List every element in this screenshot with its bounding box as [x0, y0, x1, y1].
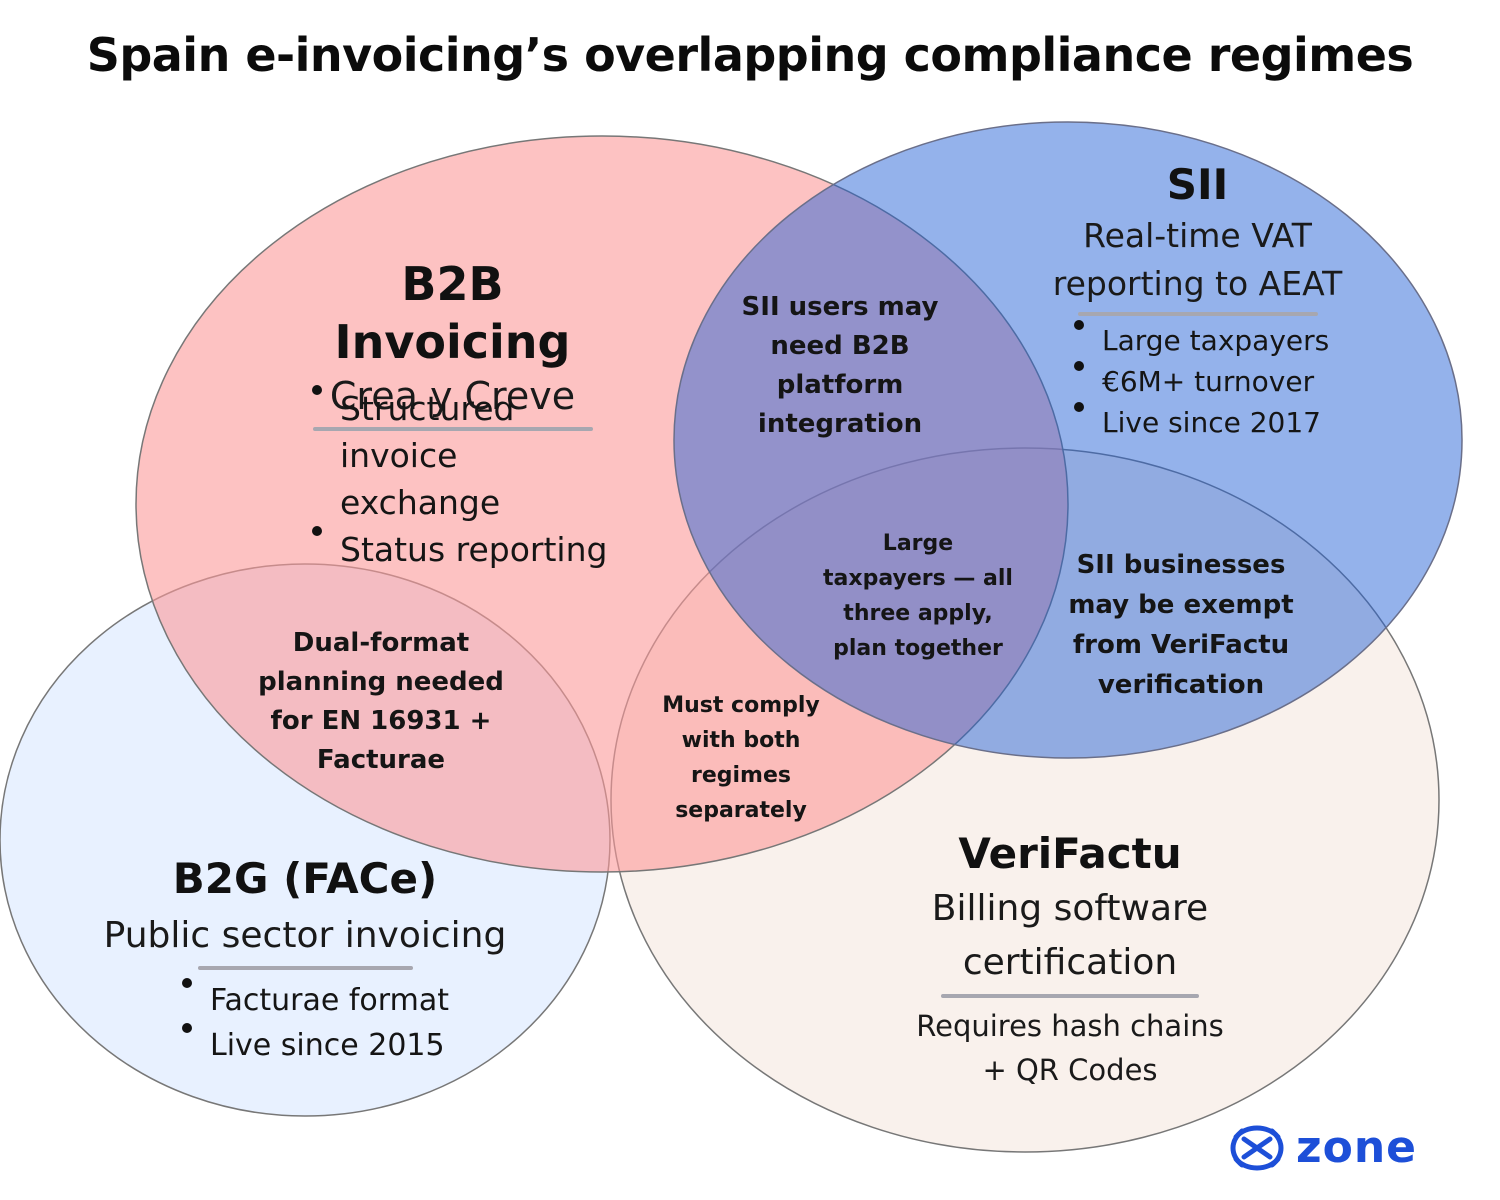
- b2b-title: B2B Invoicing: [334, 257, 571, 369]
- sii-bullets: Large taxpayers €6M+ turnover Live since…: [1070, 320, 1350, 443]
- sii-subtitle-line-2: reporting to AEAT: [1052, 264, 1343, 303]
- verifactu-subtitle-line-2: certification: [962, 942, 1178, 983]
- sii-bullet-1: Large taxpayers: [1070, 320, 1329, 361]
- b2g-bullet-1: Facturae format: [178, 978, 449, 1023]
- b2g-label-block: B2G (FACe) Public sector invoicing: [85, 850, 525, 970]
- b2b-bullet-2: Status reporting: [308, 526, 628, 573]
- b2g-subtitle: Public sector invoicing: [103, 915, 507, 956]
- sii-divider: [1077, 312, 1318, 316]
- b2b-divider: [312, 427, 593, 431]
- zone-logo-icon: [1230, 1125, 1284, 1170]
- page-title: Spain e-invoicing’s overlapping complian…: [86, 28, 1414, 82]
- verifactu-note-line-1: Requires hash chains: [916, 1009, 1224, 1043]
- b2b-subtitle: Crea y Creve: [329, 374, 576, 418]
- b2g-bullets: Facturae format Live since 2015: [178, 978, 498, 1068]
- sii-bullet-2: €6M+ turnover: [1070, 361, 1329, 402]
- verifactu-divider: [941, 994, 1199, 998]
- verifactu-subtitle-line-1: Billing software: [931, 888, 1209, 929]
- sii-circle: [673, 121, 1463, 759]
- verifactu-title: VeriFactu: [958, 829, 1182, 878]
- b2b-label-block: B2B Invoicing Crea y Creve: [300, 255, 605, 431]
- sii-title: SII: [1166, 160, 1229, 209]
- zone-logo-text: zone: [1296, 1122, 1418, 1173]
- verifactu-label-block: VeriFactu Billing software certification…: [890, 826, 1250, 1092]
- b2b-circle: [135, 135, 1069, 873]
- sii-bullet-3: Live since 2017: [1070, 402, 1329, 443]
- verifactu-note-line-2: + QR Codes: [982, 1053, 1158, 1087]
- b2g-bullet-2: Live since 2015: [178, 1023, 449, 1068]
- zone-logo: zone: [1228, 1122, 1417, 1173]
- b2g-title: B2G (FACe): [172, 854, 438, 903]
- sii-subtitle-line-1: Real-time VAT: [1083, 216, 1312, 255]
- b2g-divider: [197, 966, 413, 970]
- sii-label-block: SII Real-time VAT reporting to AEAT: [1040, 158, 1355, 316]
